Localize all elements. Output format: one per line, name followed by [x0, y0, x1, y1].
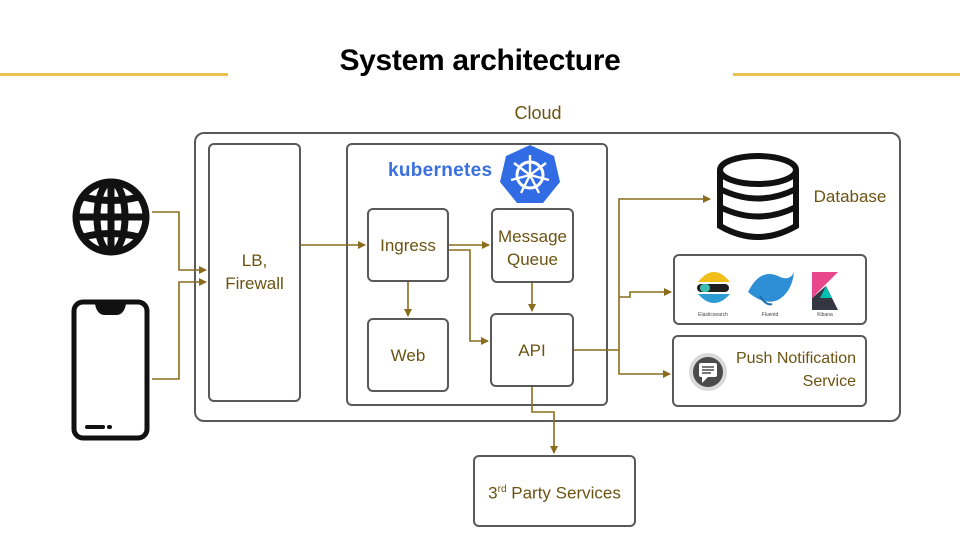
fluentd-icon — [748, 272, 794, 306]
api-node — [490, 313, 574, 387]
web-node — [367, 318, 449, 392]
title-rule-right — [733, 73, 960, 76]
ingress-to-api-connector — [449, 249, 489, 345]
push-notification-label: Push Notification Service — [735, 350, 856, 390]
elasticsearch-icon — [697, 272, 730, 303]
api-label: API — [518, 341, 546, 360]
elasticsearch-caption: Elasticsearch — [698, 312, 728, 318]
fluentd-caption: Fluentd — [761, 312, 779, 318]
kibana-caption: Kibana — [817, 312, 833, 318]
phone-to-lb-connector — [152, 278, 207, 380]
kibana-icon — [812, 272, 838, 310]
chat-icon — [689, 353, 727, 391]
third-party-prefix: 3 — [488, 483, 498, 503]
lb-firewall-node — [208, 143, 301, 402]
kubernetes-icon — [500, 145, 560, 203]
ingress-label: Ingress — [380, 236, 436, 255]
lb-firewall-label: LB, Firewall — [225, 251, 284, 293]
api-to-third-party-connector — [531, 387, 558, 454]
smartphone-icon — [71, 299, 150, 441]
page-title: System architecture — [339, 44, 621, 77]
globe-to-lb-connector — [152, 211, 207, 274]
database-label: Database — [813, 187, 887, 206]
cloud-label: Cloud — [514, 103, 562, 123]
ingress-node — [367, 208, 449, 282]
message-queue-node — [491, 208, 574, 283]
kubernetes-label: kubernetes — [388, 160, 493, 181]
globe-icon — [72, 178, 150, 256]
message-queue-label: Message Queue — [498, 227, 567, 269]
third-party-rest: Party Services — [506, 483, 621, 503]
database-icon — [717, 153, 799, 240]
title-rule-left — [0, 73, 228, 76]
third-party-superscript: rd — [497, 484, 507, 495]
api-to-elk-connector — [619, 288, 672, 298]
third-party-services-node — [473, 455, 636, 527]
api-to-push-connector — [618, 350, 671, 378]
web-label: Web — [390, 346, 426, 365]
api-to-database-connector — [574, 195, 711, 351]
third-party-services-label: 3rd Party Services — [473, 478, 636, 505]
